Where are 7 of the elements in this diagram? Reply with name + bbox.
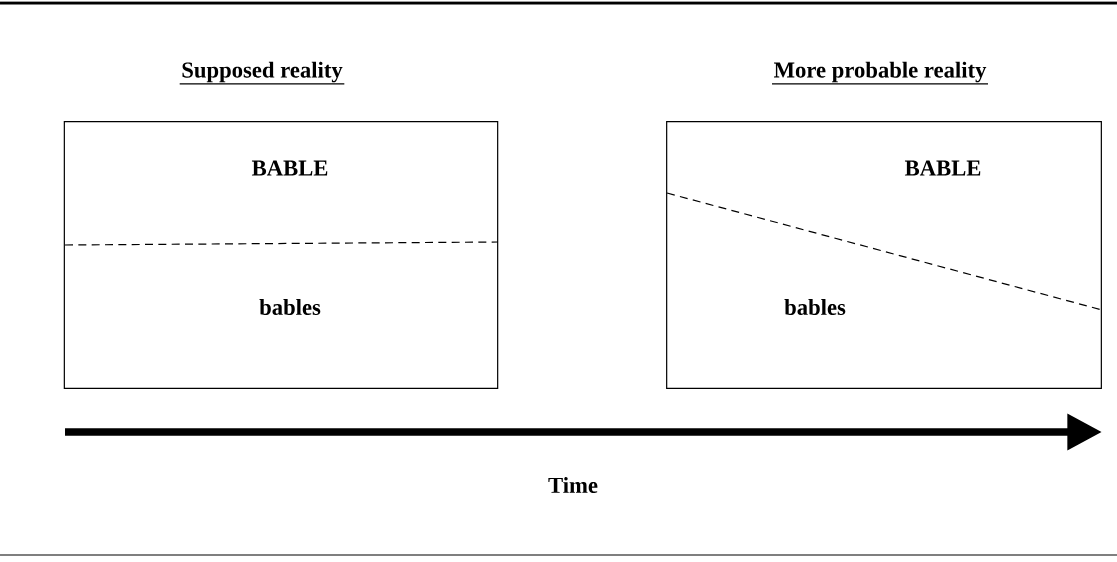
column-heading: Supposed reality <box>179 61 345 85</box>
box-text: bables <box>784 299 846 315</box>
box-heading: BABLE <box>251 160 328 176</box>
axis-label: Time <box>548 477 598 493</box>
column-heading: More probable reality <box>771 61 989 85</box>
box-heading: BABLE <box>904 160 981 176</box>
box-text: bables <box>259 299 321 315</box>
